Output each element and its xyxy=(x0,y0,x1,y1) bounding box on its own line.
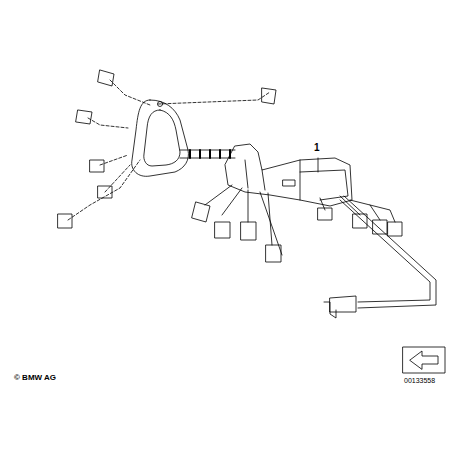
leader-line xyxy=(318,158,319,172)
wire xyxy=(68,160,140,220)
junction-box xyxy=(300,170,348,200)
harness-conduit-inner xyxy=(144,110,180,166)
harness-trunk-detail xyxy=(245,160,300,200)
image-number: 00133558 xyxy=(404,377,435,384)
connector xyxy=(98,186,112,198)
icon-frame xyxy=(403,347,445,373)
cable xyxy=(340,200,430,302)
connector xyxy=(388,222,402,236)
wire xyxy=(158,92,270,104)
harness-conduit xyxy=(132,100,189,176)
connector xyxy=(90,160,104,172)
connector xyxy=(215,222,230,238)
connector xyxy=(318,208,332,220)
connector xyxy=(266,245,281,262)
copyright-note: © BMW AG xyxy=(14,374,56,382)
connector xyxy=(241,222,256,240)
wire xyxy=(205,185,282,255)
connector xyxy=(373,220,387,234)
grommet xyxy=(158,102,163,107)
wire xyxy=(88,118,128,128)
connector xyxy=(58,214,72,228)
harness-tube xyxy=(180,150,235,158)
harness-trunk xyxy=(225,144,352,206)
connector xyxy=(324,296,356,318)
connector xyxy=(76,110,92,124)
connector xyxy=(192,202,210,222)
wire xyxy=(320,196,395,222)
callout-number: 1 xyxy=(314,143,320,153)
connector xyxy=(353,214,367,228)
wire xyxy=(110,80,150,105)
wire xyxy=(105,165,130,192)
connector xyxy=(98,70,114,86)
connector xyxy=(262,88,276,104)
clip xyxy=(283,180,295,186)
direction-arrow xyxy=(410,351,438,369)
tube-stripes xyxy=(190,150,230,158)
